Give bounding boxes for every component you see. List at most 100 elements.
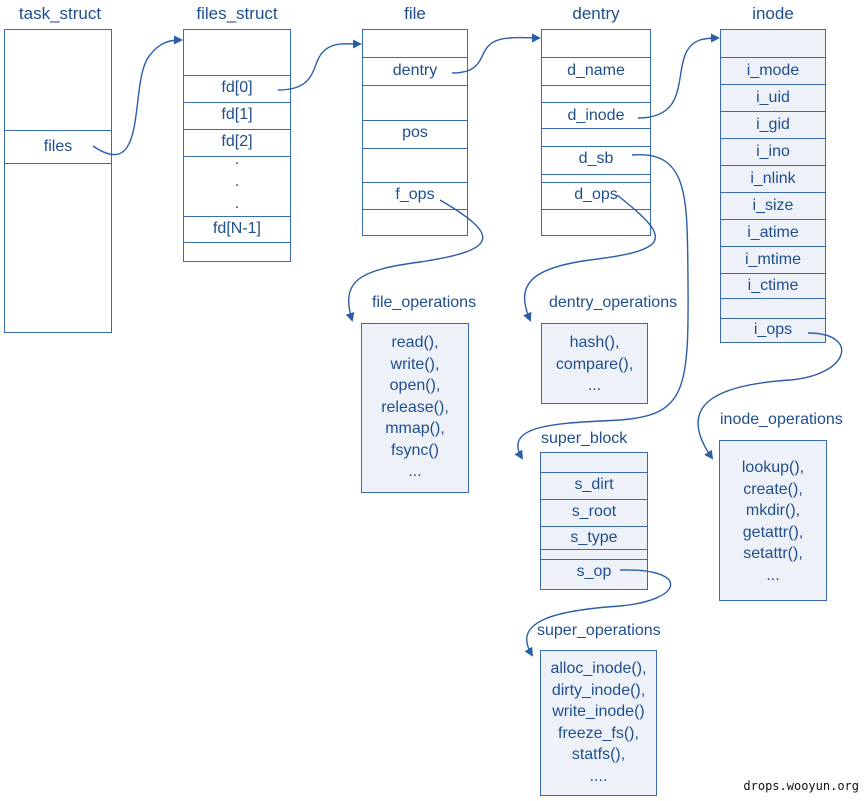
fd2-row: fd[2] [184, 129, 290, 156]
i-gid-field: i_gid [756, 116, 790, 133]
file-title: file [404, 4, 426, 23]
ellipsis-dot: . [234, 173, 240, 190]
op-item: mmap(), [385, 420, 445, 437]
watermark: drops.wooyun.org [743, 779, 859, 793]
i-ops-field: i_ops [753, 321, 793, 338]
i-mode-field: i_mode [746, 62, 800, 79]
super-operations-title: super_operations [537, 622, 661, 639]
dentry-blank-row [542, 85, 650, 102]
op-item: ... [766, 566, 780, 584]
dentry-box: d_name d_inode d_sb d_ops [541, 29, 651, 236]
op-item: freeze_fs(), [558, 724, 639, 742]
file-dentry-row: dentry [363, 57, 467, 85]
i-ino-field: i_ino [756, 143, 790, 160]
fd1-field: fd[1] [221, 106, 253, 123]
super-block-box: s_dirt s_root s_type s_op [540, 452, 648, 590]
op-item: write_inode() [552, 703, 645, 720]
pos-field: pos [402, 124, 428, 141]
ellipsis-dot: . [234, 151, 240, 168]
files-struct-title: files_struct [196, 4, 278, 23]
file-operations-title: file_operations [372, 294, 477, 311]
d-inode-row: d_inode [542, 102, 650, 129]
inode-operations-box: lookup(), create(), mkdir(), getattr(), … [719, 440, 827, 601]
inode-blank-row [721, 298, 825, 318]
s-dirt-field: s_dirt [574, 476, 614, 493]
task-struct-files-row: files [5, 130, 111, 164]
op-item: setattr(), [743, 545, 803, 562]
task-struct-title: task_struct [18, 4, 102, 23]
dentry-operations-box: hash(), compare(), ... [541, 323, 648, 404]
s-root-field: s_root [571, 503, 617, 520]
inode-field-row: i_size [721, 192, 825, 219]
f-ops-field: f_ops [395, 186, 435, 203]
file-operations-box: read(), write(), open(), release(), mmap… [361, 323, 469, 493]
sb-field-row: s_dirt [541, 472, 647, 499]
op-item: ... [408, 463, 422, 480]
i-mtime-field: i_mtime [744, 251, 801, 268]
fd2-field: fd[2] [221, 133, 253, 150]
op-item: fsync() [391, 441, 439, 459]
inode-field-row: i_ctime [721, 273, 825, 298]
op-item: mkdir(), [745, 502, 801, 519]
d-ops-field: d_ops [574, 186, 618, 203]
d-sb-row: d_sb [542, 146, 650, 174]
op-item: alloc_inode(), [550, 660, 647, 677]
file-f-ops-row: f_ops [363, 182, 467, 210]
inode-operations-list: lookup(), create(), mkdir(), getattr(), … [720, 457, 826, 586]
sb-field-row: s_type [541, 526, 647, 550]
ellipsis-dot: . [234, 195, 240, 212]
s-type-field: s_type [570, 529, 618, 546]
i-atime-field: i_atime [747, 224, 799, 241]
d-ops-row: d_ops [542, 182, 650, 210]
fd-ellipsis-row: . . . [184, 151, 290, 216]
op-item: create(), [743, 480, 803, 498]
op-item: lookup(), [741, 459, 805, 476]
inode-field-row: i_mtime [721, 246, 825, 273]
inode-field-row: i_gid [721, 111, 825, 138]
inode-field-row: i_atime [721, 219, 825, 246]
op-item: ... [587, 377, 602, 394]
d-inode-field: d_inode [567, 107, 625, 124]
file-blank-row [363, 85, 467, 120]
op-item: .... [589, 767, 608, 785]
inode-operations-title: inode_operations [720, 411, 843, 428]
op-item: open(), [389, 377, 441, 394]
fdn-field: fd[N-1] [212, 220, 261, 237]
d-name-row: d_name [542, 57, 650, 85]
s-op-field: s_op [576, 563, 612, 580]
op-item: write(), [390, 355, 440, 373]
inode-field-row: i_ino [721, 138, 825, 165]
i-ops-row: i_ops [721, 318, 825, 344]
dentry-operations-list: hash(), compare(), ... [542, 332, 647, 397]
super-operations-box: alloc_inode(), dirty_inode(), write_inod… [540, 650, 657, 796]
i-ctime-field: i_ctime [747, 277, 799, 294]
dentry-operations-title: dentry_operations [549, 294, 678, 311]
d-sb-field: d_sb [578, 150, 614, 167]
sb-field-row: s_root [541, 499, 647, 526]
i-nlink-field: i_nlink [750, 170, 796, 187]
inode-box: i_mode i_uid i_gid i_ino i_nlink i_size … [720, 29, 826, 343]
super-block-title: super_block [541, 430, 628, 447]
i-uid-field: i_uid [756, 89, 790, 106]
fd0-field: fd[0] [221, 79, 253, 96]
inode-field-row: i_uid [721, 84, 825, 111]
task-struct-box: files [4, 29, 112, 333]
op-item: hash(), [569, 334, 620, 351]
op-item: statfs(), [571, 746, 626, 763]
file-blank-row [363, 148, 467, 182]
inode-field-row: i_nlink [721, 165, 825, 192]
files-field: files [43, 138, 73, 155]
inode-field-row: i_mode [721, 57, 825, 84]
i-size-field: i_size [752, 197, 794, 214]
inode-title: inode [752, 4, 794, 23]
op-item: release(), [381, 398, 449, 416]
super-operations-list: alloc_inode(), dirty_inode(), write_inod… [541, 658, 656, 787]
dentry-field: dentry [392, 62, 438, 79]
files-struct-box: fd[0] fd[1] fd[2] . . . fd[N-1] [183, 29, 291, 262]
dentry-title: dentry [572, 4, 620, 23]
d-name-field: d_name [567, 62, 625, 79]
op-item: dirty_inode(), [551, 681, 646, 699]
file-pos-row: pos [363, 120, 467, 148]
file-box: dentry pos f_ops [362, 29, 468, 236]
fd1-row: fd[1] [184, 102, 290, 129]
